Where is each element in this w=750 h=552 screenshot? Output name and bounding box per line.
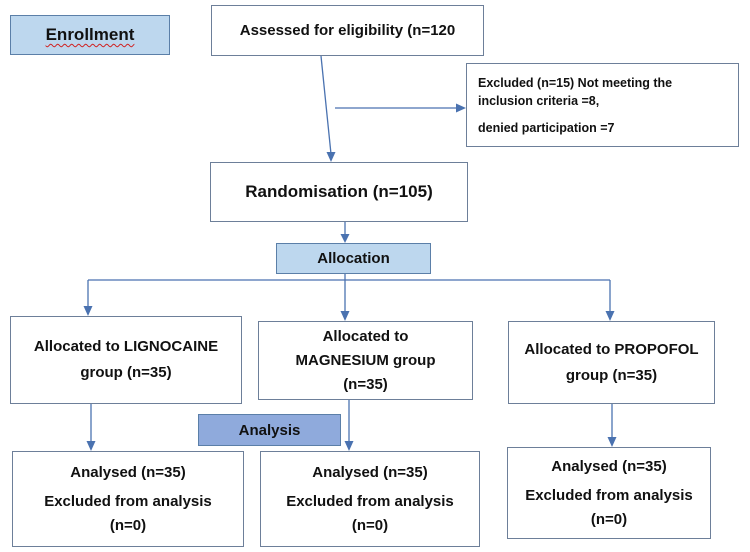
arm-magnesium-line-1: Allocated to [322,327,409,345]
assessed-box: Assessed for eligibility (n=120 [211,5,484,56]
randomisation-box: Randomisation (n=105) [210,162,468,222]
arm-lignocaine-line-1: Allocated to LIGNOCAINE [33,338,219,355]
allocation-label-text: Allocation [317,250,390,267]
arm-propofol-box: Allocated to PROPOFOL group (n=35) [508,321,715,404]
assessed-text: Assessed for eligibility (n=120 [239,22,456,39]
arrowhead-arm-2 [340,311,350,321]
randomisation-text: Randomisation (n=105) [245,182,433,201]
analysed-lignocaine-excluded-2: (n=0) [109,517,147,534]
arm-lignocaine-line-2: group (n=35) [80,364,172,381]
analysed-propofol-excluded-1: Excluded from analysis [525,487,693,504]
excluded-line-3: denied participation =7 [478,120,615,135]
arrowhead-allocation [340,234,350,243]
arm-magnesium-line-3: (n=35) [343,375,388,393]
analysed-lignocaine-excluded-1: Excluded from analysis [44,493,212,510]
excluded-line-2: inclusion criteria =8, [478,93,600,108]
arrowhead-excluded [456,103,466,113]
analysed-magnesium-box: Analysed (n=35) Excluded from analysis (… [260,451,480,547]
arrowhead-analysed-1 [86,441,96,451]
analysed-magnesium-excluded-2: (n=0) [351,517,389,534]
arm-propofol-line-1: Allocated to PROPOFOL [524,340,699,358]
analysis-label-text: Analysis [238,421,301,439]
excluded-box: Excluded (n=15) Not meeting the inclusio… [466,63,739,147]
analysed-lignocaine-count: Analysed (n=35) [70,464,186,481]
arrowhead-arm-3 [605,311,615,321]
analysed-propofol-count: Analysed (n=35) [551,458,667,475]
analysed-lignocaine-box: Analysed (n=35) Excluded from analysis (… [12,451,244,547]
arrowhead-analysed-2 [344,441,354,451]
analysed-magnesium-count: Analysed (n=35) [312,464,428,481]
arm-magnesium-box: Allocated to MAGNESIUM group (n=35) [258,321,473,400]
connector-assessed-randomisation [320,55,332,155]
enrollment-label-text: Enrollment [45,25,135,44]
arm-lignocaine-box: Allocated to LIGNOCAINE group (n=35) [10,316,242,404]
analysed-propofol-box: Analysed (n=35) Excluded from analysis (… [507,447,711,539]
arrowhead-analysed-3 [607,437,617,447]
analysed-propofol-excluded-2: (n=0) [590,511,628,528]
enrollment-label: Enrollment [10,15,170,55]
analysed-magnesium-excluded-1: Excluded from analysis [286,493,454,510]
arrowhead-arm-1 [83,306,93,316]
analysis-label: Analysis [198,414,341,446]
allocation-label: Allocation [276,243,431,274]
excluded-line-1: Excluded (n=15) Not meeting the [478,75,673,90]
arm-magnesium-line-2: MAGNESIUM group [295,351,436,369]
arrowhead-randomisation [326,152,336,162]
arm-propofol-line-2: group (n=35) [565,366,658,384]
